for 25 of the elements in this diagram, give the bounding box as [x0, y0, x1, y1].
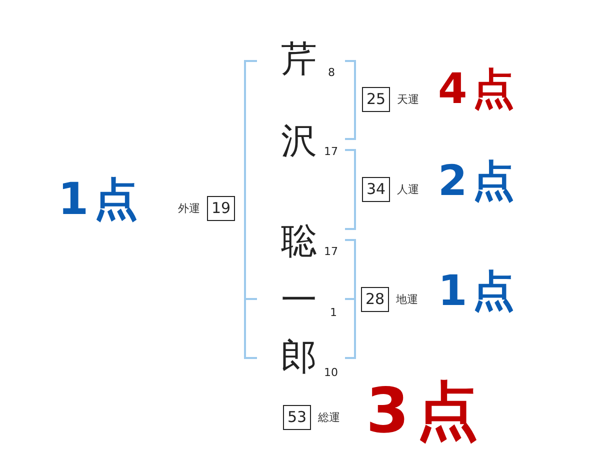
score-text: 2点: [438, 160, 520, 202]
score-text: 1点: [58, 178, 144, 222]
stroke-count: 17: [324, 246, 338, 257]
fortune-label: 天運: [397, 94, 419, 105]
name-character: 沢: [281, 124, 317, 160]
number-box: 28: [361, 287, 389, 312]
name-character: 聡: [281, 224, 317, 260]
score-text: 4点: [438, 68, 520, 110]
number-box: 19: [207, 196, 235, 221]
number-box: 34: [362, 177, 390, 202]
fortune-label: 総運: [318, 412, 340, 423]
score-text: 1点: [438, 270, 520, 312]
name-character: 郎: [281, 340, 317, 376]
stroke-count: 8: [328, 67, 335, 78]
stroke-count: 17: [324, 146, 338, 157]
number-box: 25: [362, 87, 390, 112]
name-character: 芹: [281, 42, 317, 78]
fortune-label: 人運: [397, 184, 419, 195]
fortune-label: 地運: [396, 294, 418, 305]
fortune-label: 外運: [178, 203, 200, 214]
stroke-count: 1: [330, 307, 337, 318]
stroke-count: 10: [324, 367, 338, 378]
name-character: 一: [281, 283, 317, 319]
score-text: 3点: [366, 380, 486, 442]
number-box: 53: [283, 405, 311, 430]
